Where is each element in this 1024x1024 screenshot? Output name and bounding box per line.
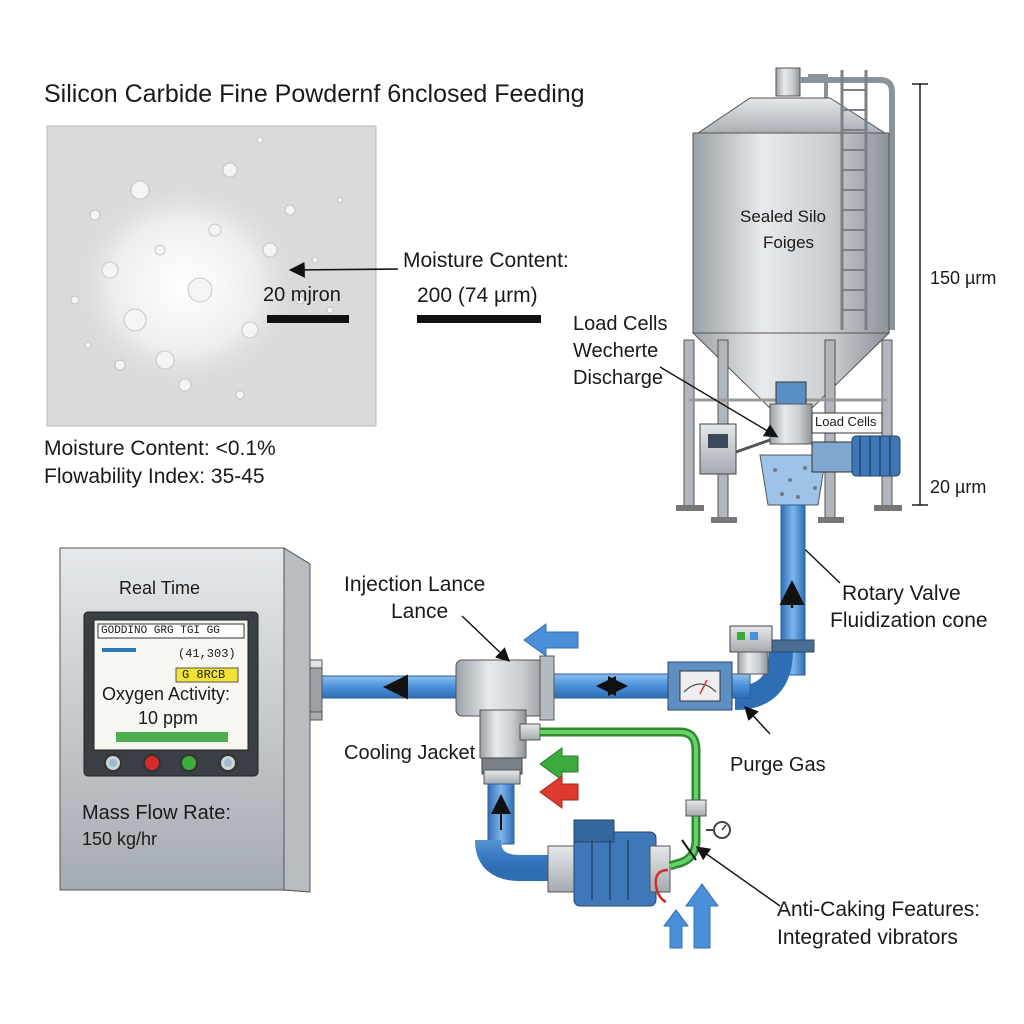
load-cells-label-line1: Load Cells xyxy=(573,313,668,335)
silo-height-bottom-label: 20 µrm xyxy=(930,477,987,497)
screen-value-readout: (41,303) xyxy=(178,647,236,661)
moisture-callout-value: 200 (74 µrm) xyxy=(417,284,538,307)
mass-flow-rate-label: Mass Flow Rate: xyxy=(82,802,231,824)
anti-caking-label-line1: Anti-Caking Features: xyxy=(777,898,981,921)
screen-top-readout: GODDINO GRG TGI GG xyxy=(101,625,220,637)
control-cabinet xyxy=(59,547,311,893)
injection-lance-label-line1: Injection Lance xyxy=(344,573,486,596)
cooling-jacket-label: Cooling Jacket xyxy=(344,742,476,764)
sealed-silo xyxy=(676,67,902,523)
sample-flowability-label: Flowability Index: 35-45 xyxy=(44,465,265,488)
oxygen-activity-value: 10 ppm xyxy=(138,708,199,728)
oxygen-activity-label: Oxygen Activity: xyxy=(102,684,231,704)
rotary-valve-label: Rotary Valve xyxy=(842,582,961,605)
purge-gas-line xyxy=(540,727,731,871)
fluidization-cone-label: Fluidization cone xyxy=(830,609,988,632)
moisture-callout-label: Moisture Content: xyxy=(403,249,569,272)
anti-caking-label-line2: Integrated vibrators xyxy=(777,926,958,949)
load-cells-label-line2: Wecherte xyxy=(573,340,659,362)
transport-pipeline xyxy=(291,504,815,907)
moisture-scale-bar xyxy=(417,315,541,323)
purge-gas-label: Purge Gas xyxy=(730,754,826,776)
heating-line xyxy=(654,868,669,904)
silo-label-line2: Foiges xyxy=(763,233,815,252)
screen-status-badge: G 8RCB xyxy=(182,668,226,682)
sample-moisture-label: Moisture Content: <0.1% xyxy=(44,437,276,460)
injection-lance-leader-line xyxy=(461,615,511,662)
control-panel-header: Real Time xyxy=(119,578,201,598)
load-cells-label-line3: Discharge xyxy=(573,367,664,389)
purge-gas-leader-line xyxy=(744,705,771,735)
anti-caking-leader-line xyxy=(695,846,781,907)
flow-direction-arrows xyxy=(523,623,719,949)
silo-height-dimension xyxy=(912,83,928,506)
silo-label-line1: Sealed Silo xyxy=(740,207,827,226)
silo-height-top-label: 150 µrm xyxy=(930,268,997,288)
load-cells-leader-line xyxy=(659,366,779,438)
sample-scale-label: 20 mjron xyxy=(263,284,341,306)
mass-flow-rate-value: 150 kg/hr xyxy=(82,829,158,849)
load-cells-tag-box xyxy=(811,412,883,434)
load-cells-tag: Load Cells xyxy=(815,414,877,429)
diagram-title: Silicon Carbide Fine Powdernf 6nclosed F… xyxy=(44,80,585,108)
powder-sample-photo xyxy=(46,125,377,427)
moisture-leader-line xyxy=(288,261,399,278)
injection-lance-label-line2: Lance xyxy=(391,600,449,623)
